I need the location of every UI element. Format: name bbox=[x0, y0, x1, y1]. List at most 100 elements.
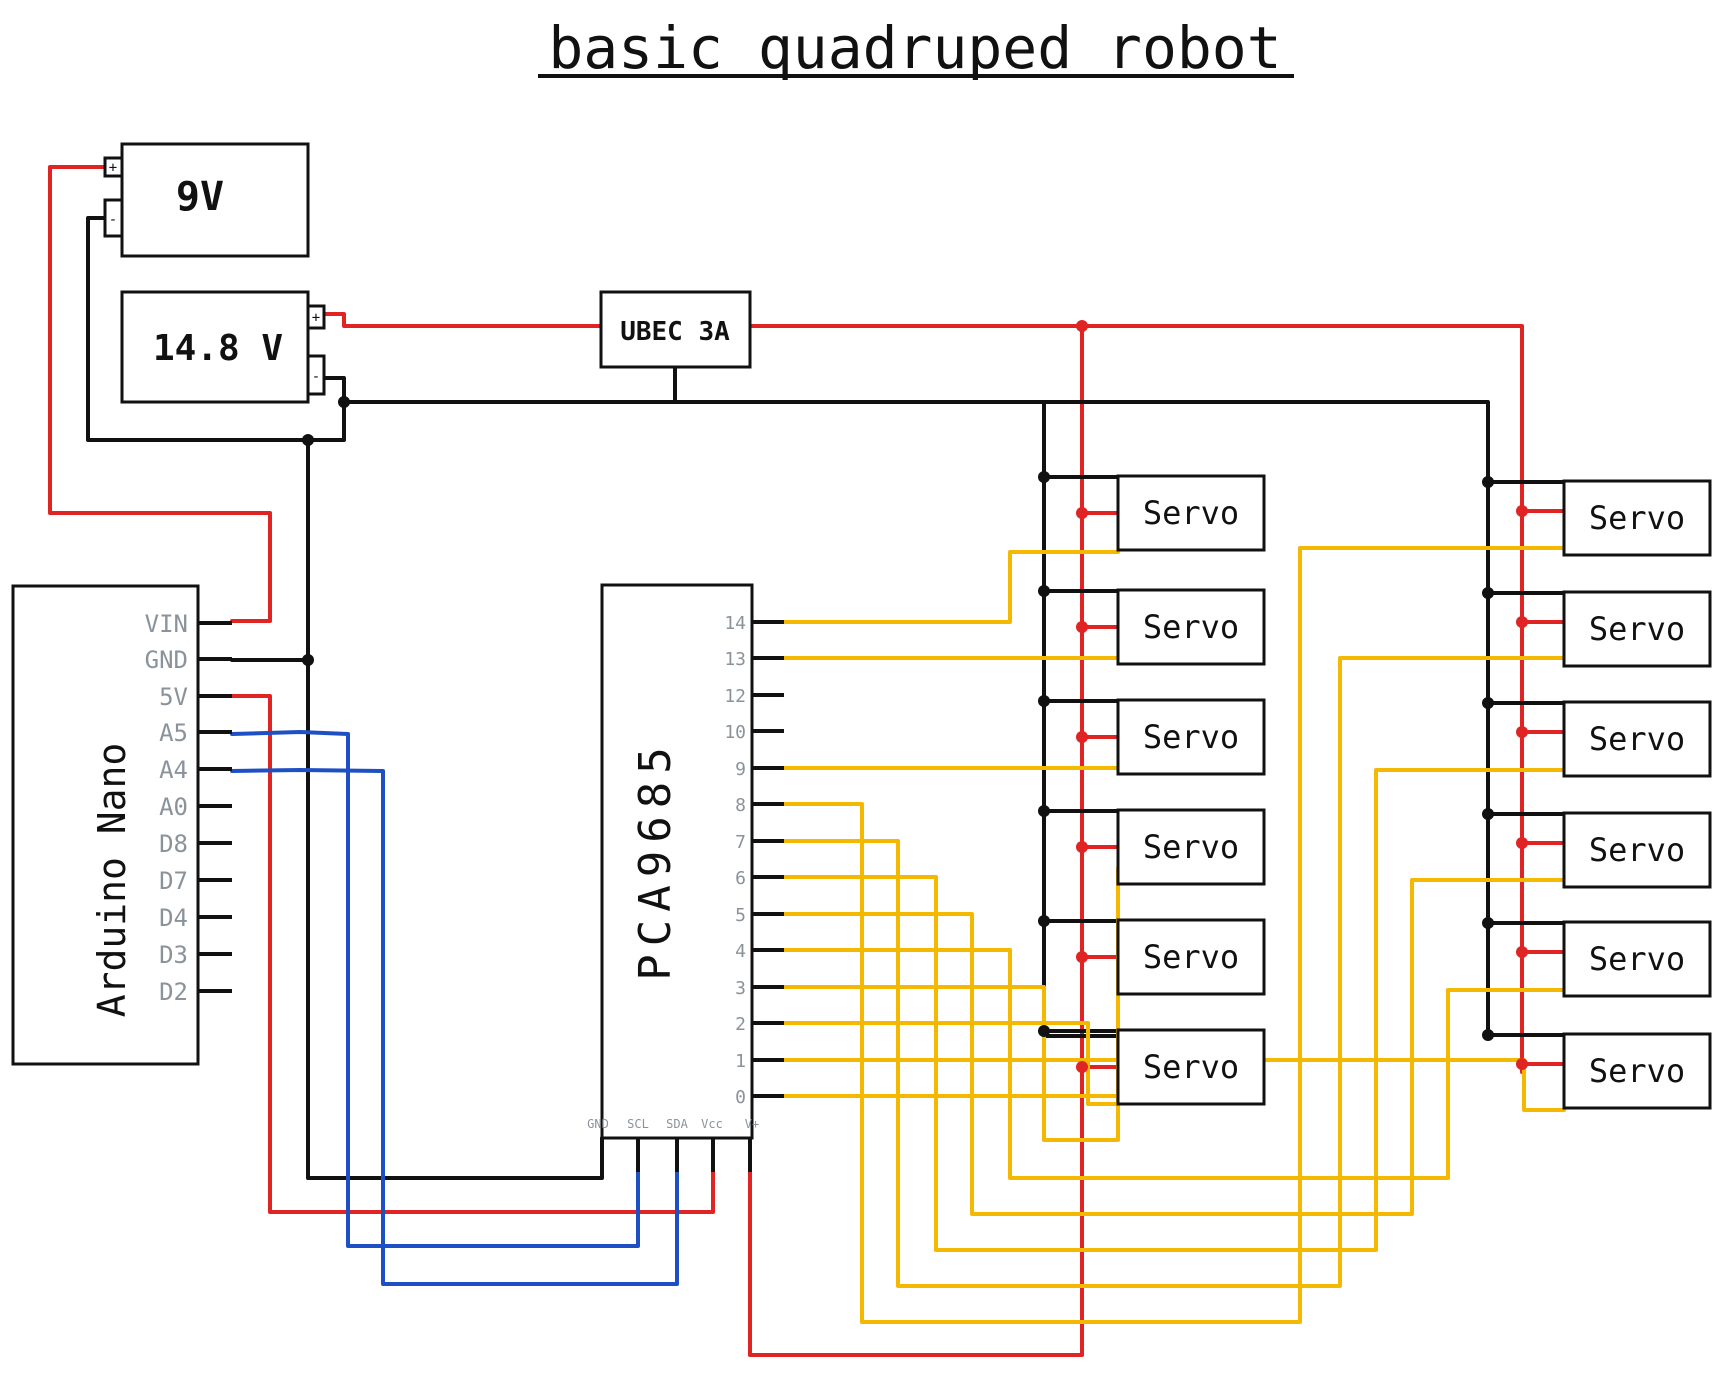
wire-signal-channel bbox=[782, 768, 1566, 1252]
junction-dots bbox=[302, 320, 1528, 1073]
servo-body bbox=[1562, 590, 1712, 668]
arduino-pin-label: D2 bbox=[159, 978, 188, 1006]
battery-14v-body bbox=[120, 290, 310, 404]
pca9685-channel-label: 1 bbox=[735, 1051, 746, 1072]
wire-ubec-servo-power bbox=[748, 324, 1524, 1074]
servo-label: Servo bbox=[1143, 828, 1239, 866]
arduino-pin-label: D7 bbox=[159, 867, 188, 895]
servo-body bbox=[1116, 588, 1266, 666]
battery-9v-body bbox=[120, 142, 310, 258]
servo: Servo bbox=[1562, 700, 1712, 778]
junction-ground bbox=[302, 654, 314, 666]
servo: Servo bbox=[1116, 1028, 1266, 1106]
wire-signal-channel bbox=[782, 948, 1566, 1180]
servo: Servo bbox=[1116, 808, 1266, 886]
junction-ground bbox=[1038, 471, 1050, 483]
junction-power bbox=[1076, 841, 1088, 853]
servo-body bbox=[1562, 700, 1712, 778]
arduino-pin-label: 5V bbox=[159, 683, 188, 711]
arduino-pin-label: D3 bbox=[159, 941, 188, 969]
pca9685-channel-label: 13 bbox=[724, 649, 746, 670]
ubec: UBEC 3A bbox=[599, 290, 752, 369]
pca9685-channel-label: 9 bbox=[735, 759, 746, 780]
wire-signal-ch14 bbox=[782, 550, 1120, 624]
wire-signal-channel bbox=[782, 546, 1566, 1324]
battery-9v-minus-label: - bbox=[109, 212, 117, 228]
wire-9v-to-vin bbox=[48, 165, 272, 623]
junction-ground bbox=[1482, 917, 1494, 929]
servo-label: Servo bbox=[1589, 1052, 1685, 1090]
servo-body bbox=[1116, 474, 1266, 552]
wire-sda bbox=[230, 768, 679, 1286]
servo: Servo bbox=[1116, 474, 1266, 552]
wire-ground-batteries bbox=[86, 216, 346, 442]
junction-ground bbox=[1482, 476, 1494, 488]
servo-label: Servo bbox=[1143, 1048, 1239, 1086]
servo: Servo bbox=[1562, 811, 1712, 889]
servo: Servo bbox=[1116, 588, 1266, 666]
arduino-pin-label: A4 bbox=[159, 756, 188, 784]
pca9685-channel-label: 7 bbox=[735, 832, 746, 853]
junction-ground bbox=[302, 434, 314, 446]
battery-14v: + - 14.8 V bbox=[120, 290, 326, 404]
servo-label: Servo bbox=[1589, 831, 1685, 869]
battery-9v: + - 9V bbox=[103, 142, 310, 258]
pca9685-bottom-pin-label: SDA bbox=[666, 1117, 688, 1131]
pca9685-channel-label: 4 bbox=[735, 941, 746, 962]
servo-label: Servo bbox=[1143, 718, 1239, 756]
pca9685-channel-label: 12 bbox=[724, 686, 746, 707]
servo: Servo bbox=[1116, 698, 1266, 776]
servo-body bbox=[1562, 920, 1712, 998]
pca9685-channel-label: 5 bbox=[735, 905, 746, 926]
servo: Servo bbox=[1562, 920, 1712, 998]
servo-label: Servo bbox=[1143, 938, 1239, 976]
ubec-body bbox=[599, 290, 752, 369]
wire-battery-plus-to-ubec bbox=[322, 312, 603, 328]
battery-9v-label: 9V bbox=[176, 174, 224, 220]
pca9685-body bbox=[600, 583, 754, 1140]
arduino-pin-label: A5 bbox=[159, 719, 188, 747]
battery-14v-plus-terminal bbox=[306, 304, 326, 330]
junction-ground bbox=[1482, 697, 1494, 709]
servo-body bbox=[1116, 918, 1266, 996]
junction-ground bbox=[1038, 585, 1050, 597]
pca9685-channel-label: 2 bbox=[735, 1014, 746, 1035]
servo: Servo bbox=[1562, 1032, 1712, 1110]
battery-14v-minus-terminal bbox=[306, 354, 326, 396]
junction-ground bbox=[1482, 587, 1494, 599]
servo: Servo bbox=[1562, 479, 1712, 557]
pca9685-channel-label: 8 bbox=[735, 795, 746, 816]
junction-power bbox=[1516, 505, 1528, 517]
servo: Servo bbox=[1116, 918, 1266, 996]
pca9685-label: PCA9685 bbox=[630, 739, 681, 980]
pca9685-bottom-pin-label: Vcc bbox=[701, 1117, 723, 1131]
pca9685-bottom-pin-label: V+ bbox=[745, 1117, 759, 1131]
wire-5v-to-vcc bbox=[230, 694, 715, 1214]
wire-signal-channel bbox=[782, 1058, 1566, 1112]
junction-ground bbox=[1038, 805, 1050, 817]
junction-power bbox=[1516, 1058, 1528, 1070]
servo-body bbox=[1562, 1032, 1712, 1110]
junction-power bbox=[1076, 731, 1088, 743]
pca9685-channel-label: 3 bbox=[735, 978, 746, 999]
junction-power bbox=[1516, 616, 1528, 628]
pca9685-bottom-pin-label: GND bbox=[587, 1117, 609, 1131]
wire-signal-channel bbox=[782, 976, 1120, 1106]
servo-label: Servo bbox=[1589, 610, 1685, 648]
junction-power bbox=[1076, 621, 1088, 633]
junction-power bbox=[1076, 320, 1088, 332]
wire-signal-channel bbox=[782, 656, 1566, 1288]
wire-scl bbox=[230, 730, 640, 1248]
junction-power bbox=[1076, 507, 1088, 519]
pca9685-channel-label: 14 bbox=[724, 613, 746, 634]
junction-ground bbox=[1482, 1029, 1494, 1041]
servo-label: Servo bbox=[1589, 720, 1685, 758]
junction-power bbox=[1516, 837, 1528, 849]
